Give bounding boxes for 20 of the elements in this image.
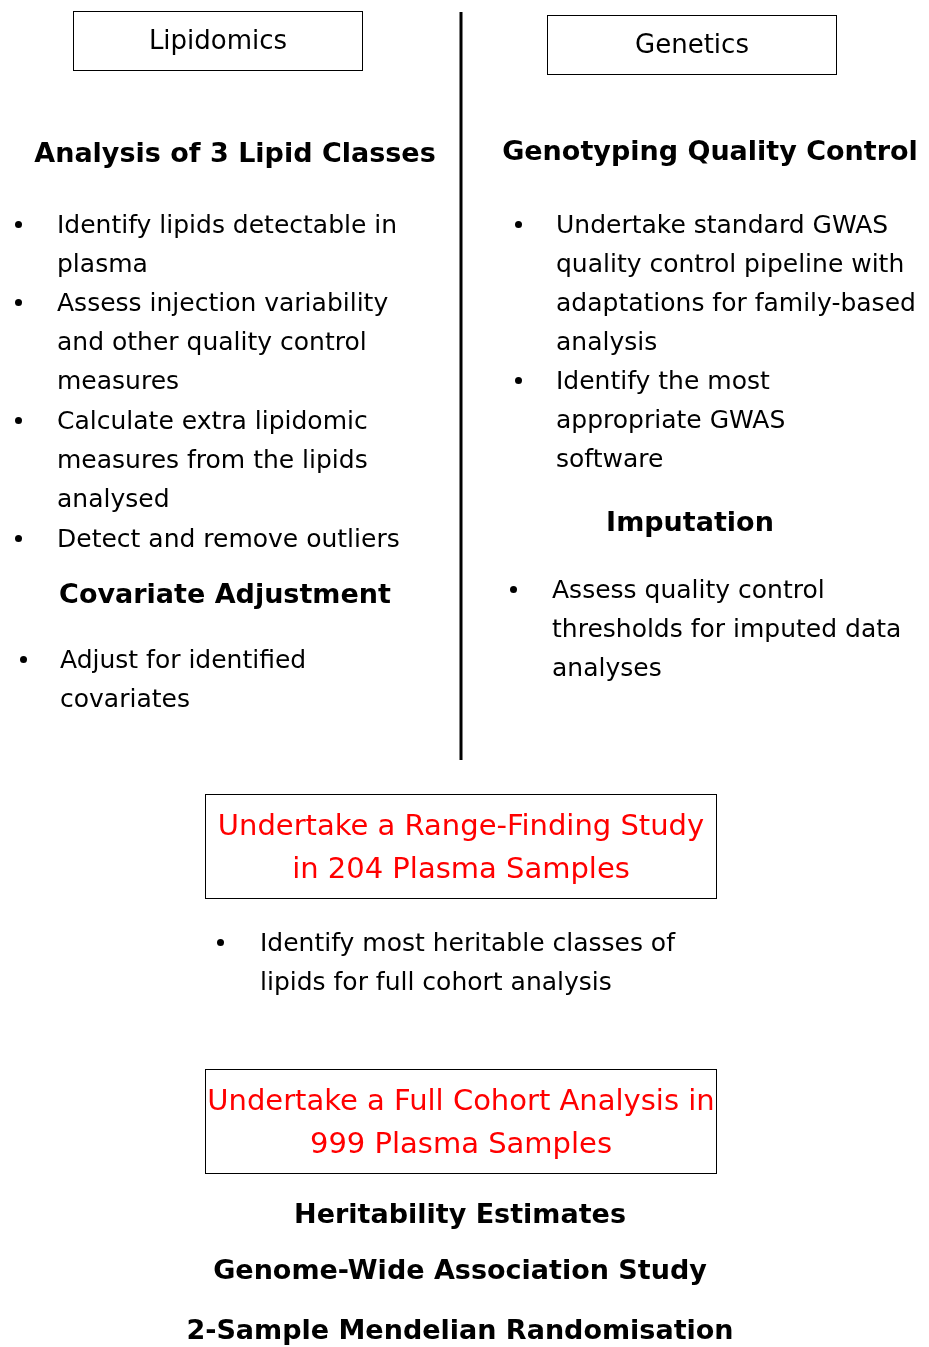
bullet-text: Detect and remove outliers xyxy=(57,523,401,555)
bullet-text: Assess quality control thresholds for imputed data analyses xyxy=(552,574,903,684)
section-heading: Genome-Wide Association Study xyxy=(212,1253,708,1287)
section-heading: Imputation xyxy=(605,505,775,539)
bullet-text: Identify most heritable classes of lipids for full cohort analysis xyxy=(260,927,677,998)
bullet-text: Undertake standard GWAS quality control pipeline with adaptations for family-based analysis xyxy=(556,209,916,358)
section-title-box: Genetics xyxy=(547,15,837,75)
bullet-text: Identify the most appropriate GWAS software xyxy=(556,365,787,475)
bullet-text: Adjust for identified covariates xyxy=(60,644,308,715)
bullet-text: Identify lipids detectable in plasma xyxy=(57,209,399,280)
section-heading: 2-Sample Mendelian Randomisation xyxy=(185,1313,735,1347)
study-box: Undertake a Range-Finding Study in 204 Plasma Samples xyxy=(205,794,717,899)
bullet-text: Assess injection variability and other quality control measures xyxy=(57,287,390,397)
section-heading: Genotyping Quality Control xyxy=(501,134,919,168)
bullet-text: Calculate extra lipidomic measures from the lipids analysed xyxy=(57,405,369,515)
section-heading: Analysis of 3 Lipid Classes xyxy=(33,136,437,170)
study-box: Undertake a Full Cohort Analysis in 999 Plasma Samples xyxy=(205,1069,717,1174)
section-heading: Heritability Estimates xyxy=(293,1197,627,1231)
section-title-box: Lipidomics xyxy=(73,11,363,71)
section-heading: Covariate Adjustment xyxy=(58,577,392,611)
